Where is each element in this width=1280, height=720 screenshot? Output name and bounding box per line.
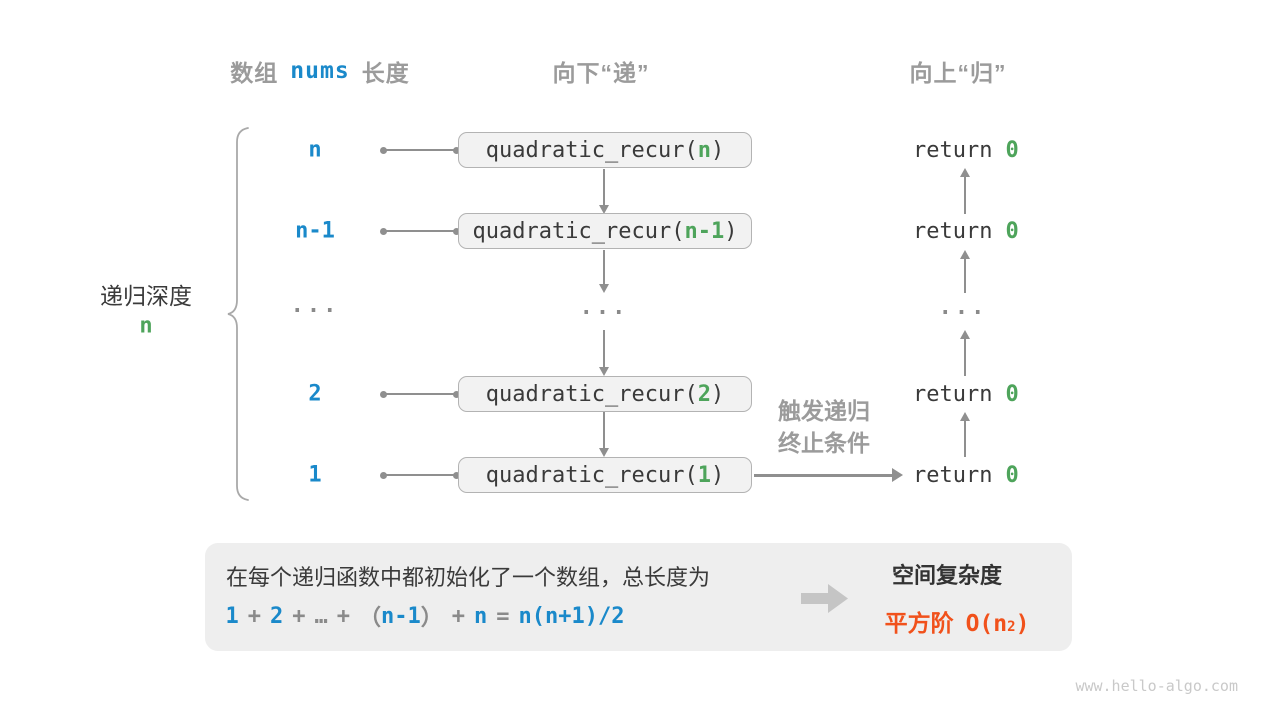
down-arrow bbox=[597, 250, 611, 293]
down-arrow bbox=[597, 330, 611, 376]
formula-plus: + bbox=[292, 603, 306, 629]
return-statement-2: return 0 bbox=[913, 381, 1019, 407]
call-arg: 1 bbox=[697, 462, 711, 488]
down-arrow bbox=[597, 169, 611, 214]
summary-description: 在每个递归函数中都初始化了一个数组，总长度为 bbox=[225, 565, 711, 590]
call-prefix: quadratic_recur( bbox=[485, 137, 698, 163]
formula-term-1: 1 bbox=[225, 603, 239, 629]
formula-plus: + bbox=[247, 603, 261, 629]
big-o-close: ) bbox=[1015, 611, 1030, 637]
recursion-depth-label: 递归深度 bbox=[100, 283, 192, 309]
header-array-prefix: 数组 bbox=[230, 60, 279, 86]
call-suffix: ) bbox=[710, 462, 725, 488]
return-keyword: return bbox=[913, 218, 993, 244]
header-upward: 向上“归” bbox=[910, 54, 1007, 88]
header-array-length: 数组 nums 长度 bbox=[230, 54, 409, 88]
curly-brace-icon bbox=[227, 127, 249, 501]
call-prefix: quadratic_recur( bbox=[485, 462, 698, 488]
call-arg: n-1 bbox=[684, 218, 725, 244]
connector-line bbox=[380, 471, 460, 479]
return-keyword: return bbox=[913, 137, 993, 163]
base-case-note-line1: 触发递归 bbox=[778, 398, 870, 424]
call-box-1: quadratic_recur(1) bbox=[458, 457, 752, 493]
call-arg: 2 bbox=[697, 381, 711, 407]
return-statement-n-1: return 0 bbox=[913, 218, 1019, 244]
down-arrow bbox=[597, 412, 611, 457]
call-prefix: quadratic_recur( bbox=[472, 218, 685, 244]
connector-line bbox=[380, 390, 460, 398]
call-suffix: ) bbox=[710, 381, 725, 407]
connector-line bbox=[380, 146, 460, 154]
header-nums-code: nums bbox=[290, 58, 350, 84]
header-downward-label: 向下“递” bbox=[552, 60, 650, 86]
return-value: 0 bbox=[1005, 462, 1019, 488]
call-prefix: quadratic_recur( bbox=[485, 381, 698, 407]
summary-formula: 1 + 2 + … + （n-1） + n = n(n+1)/2 bbox=[226, 600, 625, 632]
up-arrow bbox=[958, 168, 972, 214]
array-length-n-1: n-1 bbox=[295, 218, 335, 244]
call-suffix: ) bbox=[724, 218, 738, 244]
up-arrow bbox=[958, 330, 972, 376]
formula-plus: + bbox=[451, 603, 466, 629]
call-suffix: ) bbox=[710, 137, 725, 163]
call-arg: n bbox=[697, 137, 711, 163]
header-downward: 向下“递” bbox=[553, 54, 650, 88]
header-upward-label: 向上“归” bbox=[909, 60, 1007, 86]
formula-equals: = bbox=[496, 603, 510, 629]
recursion-depth-value: n bbox=[139, 313, 153, 339]
formula-term-n-1: n-1 bbox=[381, 603, 421, 629]
return-value: 0 bbox=[1005, 381, 1019, 407]
right-block-arrow-icon bbox=[801, 584, 848, 613]
return-value: 0 bbox=[1005, 218, 1019, 244]
base-case-note-line2: 终止条件 bbox=[778, 430, 870, 456]
return-statement-n: return 0 bbox=[913, 137, 1019, 163]
formula-paren-group: （n-1） bbox=[359, 600, 443, 632]
complexity-class-label: 平方阶 bbox=[884, 610, 954, 636]
ellipsis-return-column: ... bbox=[938, 295, 988, 320]
up-arrow bbox=[958, 412, 972, 457]
header-array-suffix: 长度 bbox=[361, 60, 410, 86]
ellipsis-call-column: ... bbox=[579, 295, 629, 320]
formula-term-n: n bbox=[474, 603, 488, 629]
connector-line bbox=[380, 227, 460, 235]
return-value: 0 bbox=[1005, 137, 1019, 163]
space-complexity-title: 空间复杂度 bbox=[891, 563, 1003, 588]
big-o-open: O(n bbox=[965, 611, 1008, 637]
call-box-n-1: quadratic_recur(n-1) bbox=[458, 213, 752, 249]
watermark: www.hello-algo.com bbox=[1075, 677, 1238, 695]
array-length-n: n bbox=[308, 137, 322, 163]
return-statement-1: return 0 bbox=[913, 462, 1019, 488]
ellipsis-length-column: ... bbox=[290, 293, 340, 318]
return-keyword: return bbox=[913, 381, 993, 407]
formula-plus: + bbox=[336, 603, 350, 629]
up-arrow bbox=[958, 250, 972, 293]
call-box-2: quadratic_recur(2) bbox=[458, 376, 752, 412]
array-length-1: 1 bbox=[308, 462, 322, 488]
return-keyword: return bbox=[913, 462, 993, 488]
formula-ellipsis: … bbox=[314, 603, 328, 629]
call-box-n: quadratic_recur(n) bbox=[458, 132, 752, 168]
formula-rparen: ） bbox=[420, 606, 443, 631]
formula-term-2: 2 bbox=[270, 603, 284, 629]
formula-result: n(n+1)/2 bbox=[518, 603, 625, 629]
base-case-arrow bbox=[754, 468, 903, 482]
array-length-2: 2 bbox=[308, 381, 322, 407]
summary-panel bbox=[205, 543, 1072, 651]
big-o-exponent: 2 bbox=[1007, 619, 1016, 635]
formula-lparen: （ bbox=[359, 606, 382, 631]
